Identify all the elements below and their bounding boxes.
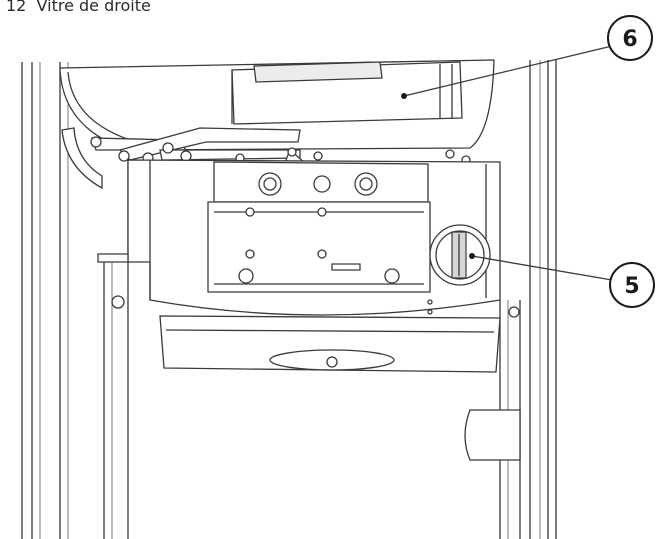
lower-tray <box>97 253 520 373</box>
rotary-knob <box>429 224 491 286</box>
callout-5-dot <box>469 253 475 259</box>
callout-5-circle <box>609 262 655 308</box>
frame-right-rail <box>529 60 557 539</box>
callout-5: 5 <box>469 253 655 308</box>
callout-6-leader <box>403 45 613 97</box>
callout-6-number: 6 <box>622 27 637 52</box>
frame-left-rail <box>21 62 69 539</box>
callout-5-number: 5 <box>624 274 639 299</box>
figure-caption: 12 Vitre de droite <box>6 0 151 15</box>
callout-6-dot <box>401 93 407 99</box>
valve-box <box>207 161 431 293</box>
callout-6: 6 <box>401 15 653 99</box>
side-latch <box>464 409 521 461</box>
callout-5-leader <box>471 255 613 281</box>
top-curved-panel <box>59 59 495 190</box>
callout-6-circle <box>607 15 653 61</box>
